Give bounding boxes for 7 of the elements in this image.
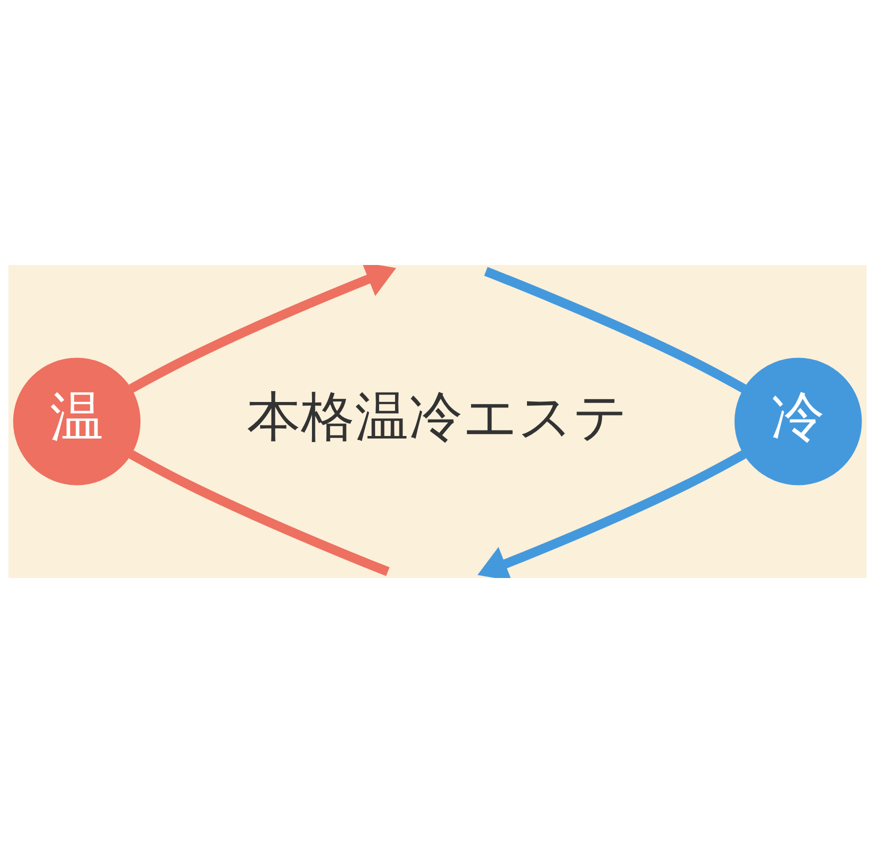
node-circle: 温 [13, 357, 140, 485]
node-circle: 冷 [734, 357, 862, 485]
arrow [478, 450, 746, 578]
node-text: 本格温冷エステ [247, 384, 628, 448]
connector [128, 450, 390, 576]
connector [484, 266, 746, 392]
arrow [128, 264, 396, 392]
